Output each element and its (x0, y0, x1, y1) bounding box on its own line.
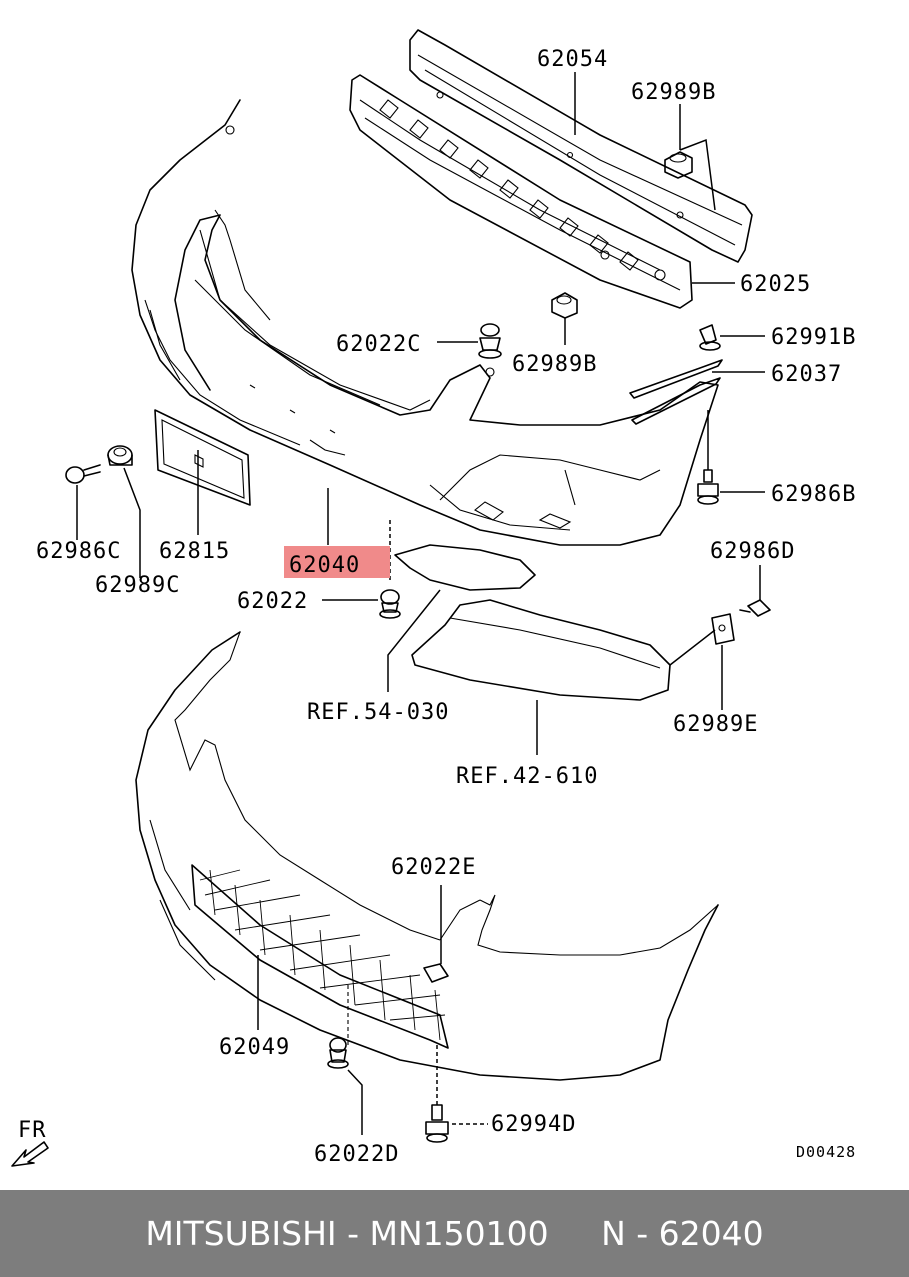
label-62022: 62022 (237, 589, 308, 614)
label-62989E: 62989E (673, 712, 758, 737)
front-bumper-upper-62040 (131, 99, 719, 546)
parts-diagram: 62054 62989B 62025 62991B 62022C 62989B … (11, 29, 856, 1167)
energy-absorber-62025 (349, 74, 693, 309)
label-62815: 62815 (159, 539, 230, 564)
diagram-code: D00428 (796, 1143, 856, 1161)
label-ref-54-030: REF.54-030 (307, 700, 449, 725)
clip-62022D (327, 1037, 349, 1069)
screw-62994D (425, 1104, 449, 1143)
moulding-62037 (629, 359, 723, 425)
footer-part-number: MITSUBISHI - MN150100 N - 62040 (145, 1214, 764, 1253)
screw-62986B (697, 469, 719, 505)
label-62989B-top: 62989B (631, 80, 716, 105)
label-62991B: 62991B (771, 325, 856, 350)
reference-panel-54-030 (394, 544, 536, 591)
fr-arrow-icon (11, 1141, 49, 1167)
clip-62989E (711, 613, 735, 645)
label-62986D: 62986D (710, 539, 795, 564)
label-62022C: 62022C (336, 332, 421, 357)
label-62022E: 62022E (391, 855, 476, 880)
front-bumper-lower (135, 631, 719, 1081)
label-62989C: 62989C (95, 573, 180, 598)
label-62025: 62025 (740, 272, 811, 297)
fastener-62989B-top (664, 151, 693, 179)
label-62994D: 62994D (491, 1112, 576, 1137)
label-62989B-mid: 62989B (512, 352, 597, 377)
bolt-62991B (699, 324, 721, 351)
label-62022D: 62022D (314, 1142, 399, 1167)
fastener-62989B-mid (551, 292, 578, 319)
label-62040: 62040 (289, 553, 360, 578)
license-plate-bracket-62815 (154, 409, 251, 506)
highlight-62040 (284, 546, 390, 578)
nut-62989C (107, 445, 133, 466)
label-62054: 62054 (537, 47, 608, 72)
screw-62986D (739, 599, 771, 617)
label-62049: 62049 (219, 1035, 290, 1060)
label-62986B: 62986B (771, 482, 856, 507)
fr-label: FR (18, 1118, 47, 1143)
clip-62022 (379, 589, 401, 619)
screw-62986C (65, 464, 101, 484)
footer-bar: MITSUBISHI - MN150100 N - 62040 (0, 1190, 909, 1277)
label-62986C: 62986C (36, 539, 121, 564)
bumper-reinforcement-62054 (409, 29, 753, 263)
label-62037: 62037 (771, 362, 842, 387)
front-direction-marker: FR (11, 1118, 49, 1167)
clip-62022E (423, 963, 449, 983)
lower-grille-62049 (191, 864, 449, 1049)
label-ref-42-610: REF.42-610 (456, 764, 598, 789)
reference-panel-42-610 (411, 599, 671, 701)
leader-lines (76, 72, 765, 1135)
clip-62022C (478, 323, 502, 359)
